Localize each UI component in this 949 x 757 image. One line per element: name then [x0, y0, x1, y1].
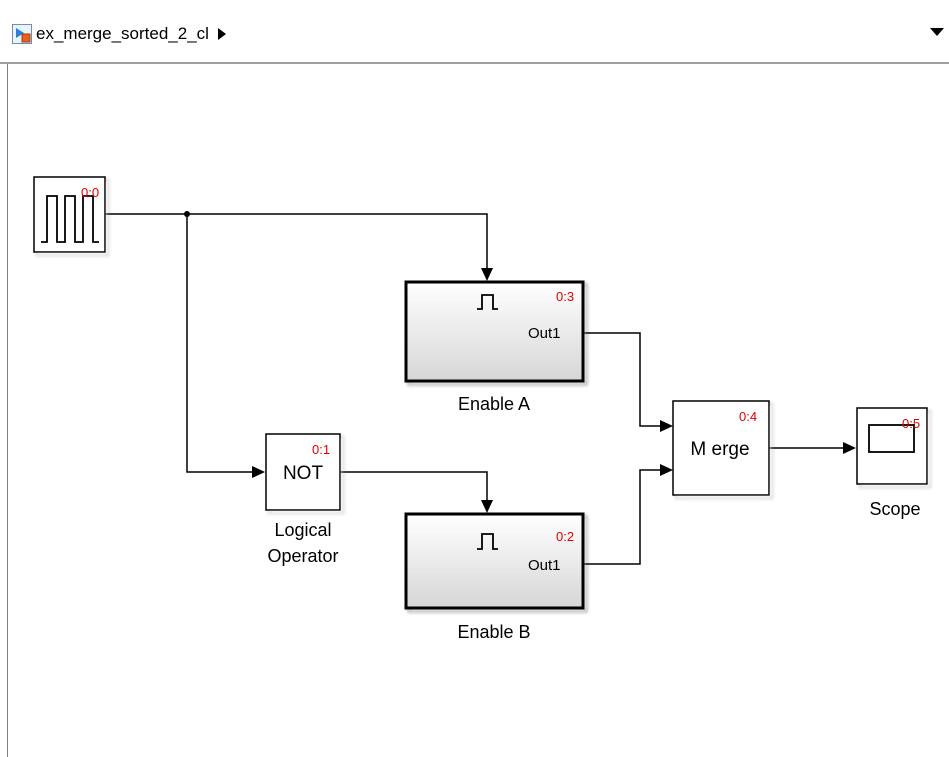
canvas-left-border [7, 64, 8, 757]
pulse-generator-block[interactable]: 0:0 [33, 176, 106, 253]
pulse-generator-icon [41, 195, 99, 243]
merge-block[interactable]: M erge 0:4 [672, 400, 770, 496]
arrowhead-enable-b [481, 500, 493, 513]
signal-line-pulse-to-enable-a[interactable] [105, 213, 488, 272]
block-label[interactable]: Scope [869, 499, 920, 519]
signal-line-branch-to-not[interactable] [186, 214, 255, 473]
not-operator-text: NOT [283, 463, 324, 484]
block-index: 0:0 [81, 185, 99, 200]
arrowhead-merge-in1 [660, 420, 673, 432]
chevron-right-icon[interactable] [217, 28, 226, 40]
enable-a-subsystem[interactable]: 0:3 Out1 Enable A [404, 280, 585, 414]
branch-point [184, 211, 190, 217]
block-index: 0:1 [312, 442, 330, 457]
logical-operator-block[interactable]: NOT 0:1 Logical Operator [265, 433, 341, 566]
enable-icon [477, 294, 498, 310]
block-index: 0:4 [739, 409, 757, 424]
block-index: 0:2 [556, 529, 574, 544]
breadcrumb-model-name[interactable]: ex_merge_sorted_2_cl [36, 24, 209, 43]
port-out1-label: Out1 [528, 557, 561, 574]
block-label[interactable]: Enable A [458, 394, 530, 414]
chevron-down-icon[interactable] [930, 28, 944, 36]
enable-b-subsystem[interactable]: 0:2 Out1 Enable B [404, 512, 585, 642]
block-label-line1[interactable]: Logical [274, 520, 331, 540]
port-out1-label: Out1 [528, 325, 561, 342]
arrowhead-not [252, 466, 265, 478]
signal-line-not-to-enable-b[interactable] [340, 471, 488, 504]
arrowhead-merge-in2 [660, 464, 673, 476]
enable-icon [477, 533, 498, 550]
block-label[interactable]: Enable B [457, 622, 530, 642]
block-index: 0:5 [902, 416, 920, 431]
block-index: 0:3 [556, 289, 574, 304]
signal-line-enable-a-to-merge[interactable] [583, 332, 662, 427]
scope-icon [868, 424, 915, 453]
signal-lines [105, 213, 846, 565]
arrowhead-enable-a [481, 268, 493, 281]
merge-text: M erge [690, 439, 749, 460]
arrowheads [252, 268, 856, 513]
simulink-model-icon [12, 24, 32, 44]
scope-block[interactable]: 0:5 Scope [856, 407, 928, 519]
breadcrumb-bar: ex_merge_sorted_2_cl [0, 0, 949, 64]
breadcrumb[interactable]: ex_merge_sorted_2_cl [12, 20, 226, 48]
signal-line-enable-b-to-merge[interactable] [583, 469, 662, 565]
arrowhead-scope [843, 442, 856, 454]
block-label-line2[interactable]: Operator [267, 546, 338, 566]
